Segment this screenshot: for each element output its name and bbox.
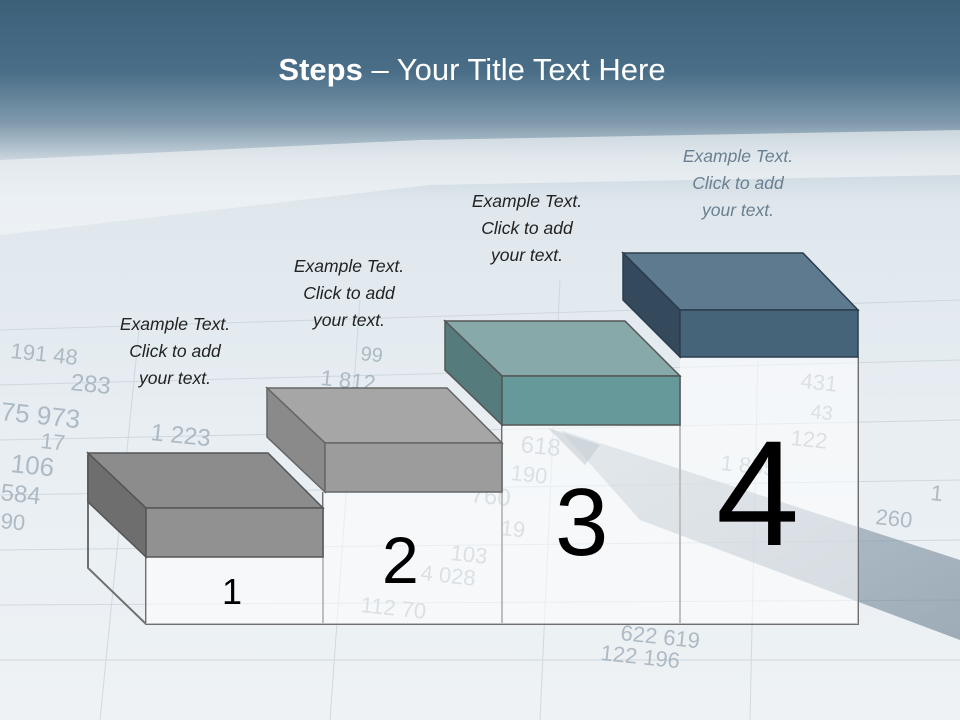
step-block-4[interactable] — [621, 251, 860, 359]
caption-line: Example Text. — [293, 256, 405, 276]
caption-line: Click to add — [303, 283, 395, 303]
step-number-4: 4 — [716, 409, 800, 577]
caption-line: your text. — [491, 245, 563, 265]
step-block-3[interactable] — [443, 319, 682, 427]
background-number: 1 223 — [149, 419, 212, 452]
caption-line: your text. — [313, 310, 385, 330]
step-number-1: 1 — [222, 571, 243, 612]
step-caption-2[interactable]: Example Text. Click to add your text. — [249, 253, 449, 334]
step-caption-4[interactable]: Example Text. Click to add your text. — [638, 143, 838, 224]
background-number: 1 — [929, 480, 944, 506]
step-caption-1[interactable]: Example Text. Click to add your text. — [75, 311, 275, 392]
background-number: 260 — [874, 504, 913, 533]
background-number: 106 — [9, 448, 55, 482]
background-number: 17 — [39, 428, 66, 455]
caption-line: your text. — [702, 200, 774, 220]
caption-line: Click to add — [481, 218, 573, 238]
slide-title[interactable]: Steps – Your Title Text Here — [0, 52, 944, 88]
step-number-2: 2 — [382, 523, 419, 597]
title-bold: Steps — [278, 52, 363, 87]
caption-line: Example Text. — [471, 191, 583, 211]
caption-line: Click to add — [129, 341, 221, 361]
background-number: 584 — [0, 479, 42, 510]
title-rest: – Your Title Text Here — [362, 52, 666, 87]
step-caption-3[interactable]: Example Text. Click to add your text. — [427, 188, 627, 269]
caption-line: your text. — [139, 368, 211, 388]
caption-line: Example Text. — [682, 146, 794, 166]
step-block-1[interactable] — [86, 451, 325, 559]
caption-line: Click to add — [692, 173, 784, 193]
step-number-3: 3 — [555, 469, 609, 576]
background-number: 283 — [69, 369, 112, 400]
background-number: 90 — [0, 508, 26, 535]
background-number: 99 — [359, 343, 383, 367]
caption-line: Example Text. — [119, 314, 231, 334]
step-block-2[interactable] — [265, 386, 504, 494]
